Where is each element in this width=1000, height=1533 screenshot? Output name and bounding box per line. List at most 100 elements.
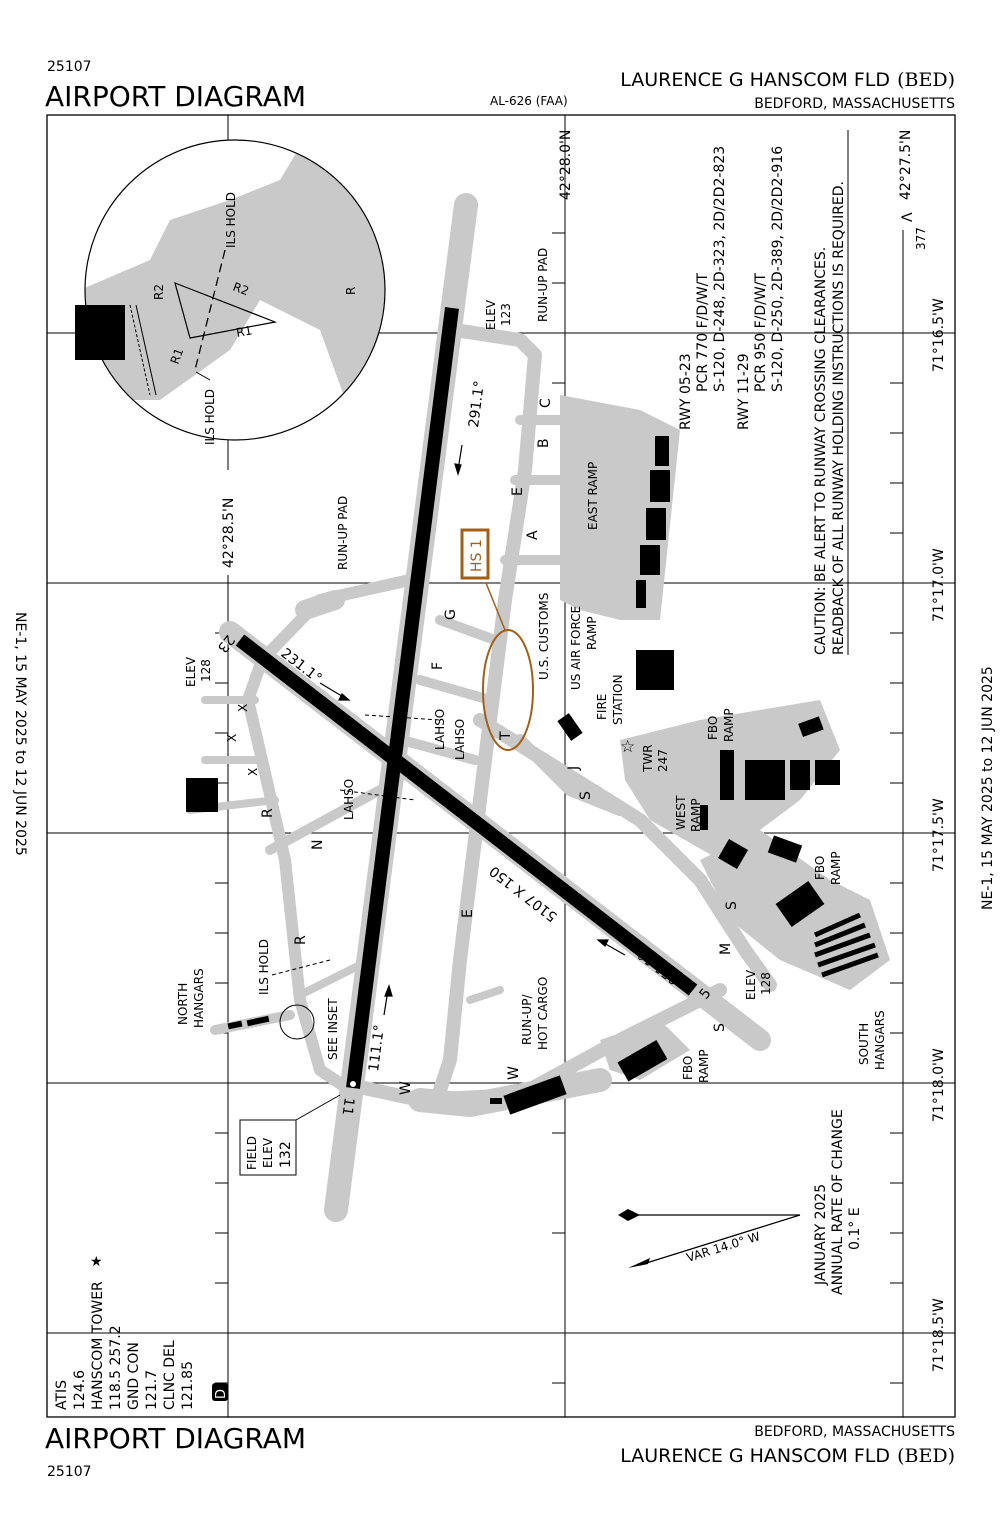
svg-text:124.6: 124.6 [72, 1370, 88, 1410]
field-elev-leader [295, 1094, 341, 1121]
elev-23-label: ELEV [184, 656, 198, 687]
taxiway-t: T [498, 731, 514, 741]
svg-text:121.85: 121.85 [180, 1361, 196, 1410]
magvar-date: JANUARY 2025 [813, 1184, 829, 1286]
svg-text:RAMP: RAMP [689, 798, 703, 832]
taxiway-a: A [525, 530, 541, 540]
svg-text:PCR 770 F/D/W/T: PCR 770 F/D/W/T [695, 273, 711, 392]
lon-label-17-5: 71°17.5'W [931, 798, 947, 872]
runway-11-number: 11 [339, 1096, 357, 1116]
svg-text:FBO: FBO [681, 1056, 695, 1080]
svg-text:TWR: TWR [641, 744, 655, 773]
svg-text:RWY 11-29: RWY 11-29 [736, 353, 752, 430]
svg-text:SOUTH: SOUTH [857, 1023, 871, 1065]
magvar-rate-label: ANNUAL RATE OF CHANGE [830, 1109, 846, 1295]
taxiway-c: C [538, 398, 554, 408]
taxiway-x: X [236, 704, 250, 712]
hot-spot-label: HS 1 [469, 539, 485, 572]
svg-text:US AIR FORCE: US AIR FORCE [569, 606, 583, 690]
inset-r1: R1 [168, 346, 187, 366]
svg-text:HOT CARGO: HOT CARGO [536, 977, 550, 1050]
elev-29-value: 123 [499, 303, 513, 326]
airport-code: (BED) [897, 69, 955, 91]
d-atis-badge [212, 1383, 228, 1401]
taxiway-w: W [506, 1066, 522, 1080]
tower-star-icon: ★ [90, 1254, 103, 1270]
south-hangars-rows [813, 912, 879, 978]
lon-label-18-0: 71°18.0'W [931, 1048, 947, 1122]
svg-text:RUN-UP PAD: RUN-UP PAD [536, 248, 550, 322]
chart-number: 25107 [47, 59, 92, 75]
svg-text:S-120, D-248, 2D-323, 2D/2D2-8: S-120, D-248, 2D-323, 2D/2D2-823 [712, 146, 728, 392]
pcr-info: RWY 05-23 PCR 770 F/D/W/T S-120, D-248, … [678, 146, 786, 430]
communications: ATIS 124.6 HANSCOM TOWER ★ 118.5 257.2 G… [54, 1254, 229, 1410]
runway-5-23 [235, 634, 698, 996]
svg-text:READBACK OF ALL RUNWAY HOLDING: READBACK OF ALL RUNWAY HOLDING INSTRUCTI… [831, 181, 847, 655]
validity-right: NE-1, 15 MAY 2025 to 12 JUN 2025 [980, 666, 996, 910]
caution-note: CAUTION: BE ALERT TO RUNWAY CROSSING CLE… [813, 130, 849, 655]
taxiway-e: E [460, 909, 476, 918]
svg-text:RAMP: RAMP [697, 1049, 711, 1083]
svg-text:118.5 257.2: 118.5 257.2 [108, 1325, 124, 1410]
svg-text:LAHSO: LAHSO [433, 709, 447, 750]
svg-text:S-120, D-250, 2D-389, 2D/2D2-9: S-120, D-250, 2D-389, 2D/2D2-916 [770, 146, 786, 392]
taxiway-s: S [724, 901, 740, 910]
inset-detail: ILS HOLD ILS HOLD R2 R2 R1 R1 R [84, 139, 386, 445]
magnetic-variation: VAR 14.0° W JANUARY 2025 ANNUAL RATE OF … [618, 1109, 863, 1295]
taxiway-f: F [430, 662, 446, 670]
taxiway-r: R [260, 808, 276, 818]
chart-title: AIRPORT DIAGRAM [45, 80, 306, 113]
area-labels: RUN-UP PAD RUN-UP PAD EAST RAMP U.S. CUS… [176, 248, 887, 1083]
svg-text:FBO: FBO [813, 856, 827, 880]
svg-text:HANGARS: HANGARS [192, 968, 206, 1028]
hot-spot-ellipse [482, 629, 534, 751]
svg-text:U.S. CUSTOMS: U.S. CUSTOMS [537, 593, 551, 680]
svg-text:247: 247 [656, 749, 670, 772]
inset-r2: R2 [231, 280, 251, 299]
obstacle-elevation: 377 [914, 227, 928, 250]
svg-text:GND CON: GND CON [126, 1342, 142, 1410]
lon-label-17-0: 71°17.0'W [931, 548, 947, 622]
tower-star-icon: ☆ [620, 737, 635, 757]
svg-text:HANSCOM TOWER: HANSCOM TOWER [90, 1281, 106, 1410]
footer-airport-code: (BED) [897, 1445, 955, 1467]
obstacle-icon: Λ [900, 212, 916, 222]
svg-text:CAUTION: BE ALERT TO RUNWAY CR: CAUTION: BE ALERT TO RUNWAY CROSSING CLE… [813, 247, 829, 655]
taxiway-m: M [718, 943, 734, 955]
svg-text:NORTH: NORTH [176, 983, 190, 1025]
footer-chart-number: 25107 [47, 1464, 92, 1480]
runway-29-number: 29 [440, 305, 458, 325]
magvar-value: VAR 14.0° W [685, 1229, 762, 1265]
svg-text:RUN-UP PAD: RUN-UP PAD [336, 496, 350, 570]
field-elev-label: ELEV [261, 1137, 275, 1168]
elev-29-label: ELEV [484, 299, 498, 330]
footer-title: AIRPORT DIAGRAM [45, 1422, 306, 1455]
svg-text:WEST: WEST [674, 795, 688, 830]
footer-airport-name: LAURENCE G HANSCOM FLD [620, 1445, 890, 1467]
svg-text:ILS HOLD: ILS HOLD [257, 939, 271, 995]
taxiway-r: R [293, 935, 309, 945]
elev-5-label: ELEV [744, 969, 758, 1000]
svg-text:STATION: STATION [611, 674, 625, 725]
footer-location: BEDFORD, MASSACHUSETTS [754, 1424, 955, 1440]
svg-text:FBO: FBO [706, 716, 720, 740]
inset-r1: R1 [235, 323, 253, 340]
taxiway-j: J [566, 766, 582, 771]
elev-23-value: 128 [199, 659, 213, 682]
svg-text:ATIS: ATIS [54, 1380, 70, 1410]
validity-left: NE-1, 15 MAY 2025 to 12 JUN 2025 [12, 612, 28, 856]
inset-r2: R2 [152, 284, 166, 300]
chart-id: AL-626 (FAA) [490, 94, 568, 108]
taxiway-x: X [225, 734, 239, 742]
taxiway-s: S [712, 1023, 728, 1032]
inset-ils-hold-top: ILS HOLD [224, 192, 238, 248]
taxiway-n: N [310, 840, 326, 850]
inset-ils-hold-bottom: ILS HOLD [203, 389, 217, 445]
field-elev-box [239, 1119, 297, 1176]
lat-label-28-5: 42°28.5'N [221, 498, 237, 568]
svg-text:EAST RAMP: EAST RAMP [586, 462, 600, 530]
taxiway-x: X [246, 768, 260, 776]
magvar-rate: 0.1° E [847, 1207, 863, 1250]
svg-text:LAHSO: LAHSO [453, 719, 467, 760]
taxiway-b: B [536, 438, 552, 448]
